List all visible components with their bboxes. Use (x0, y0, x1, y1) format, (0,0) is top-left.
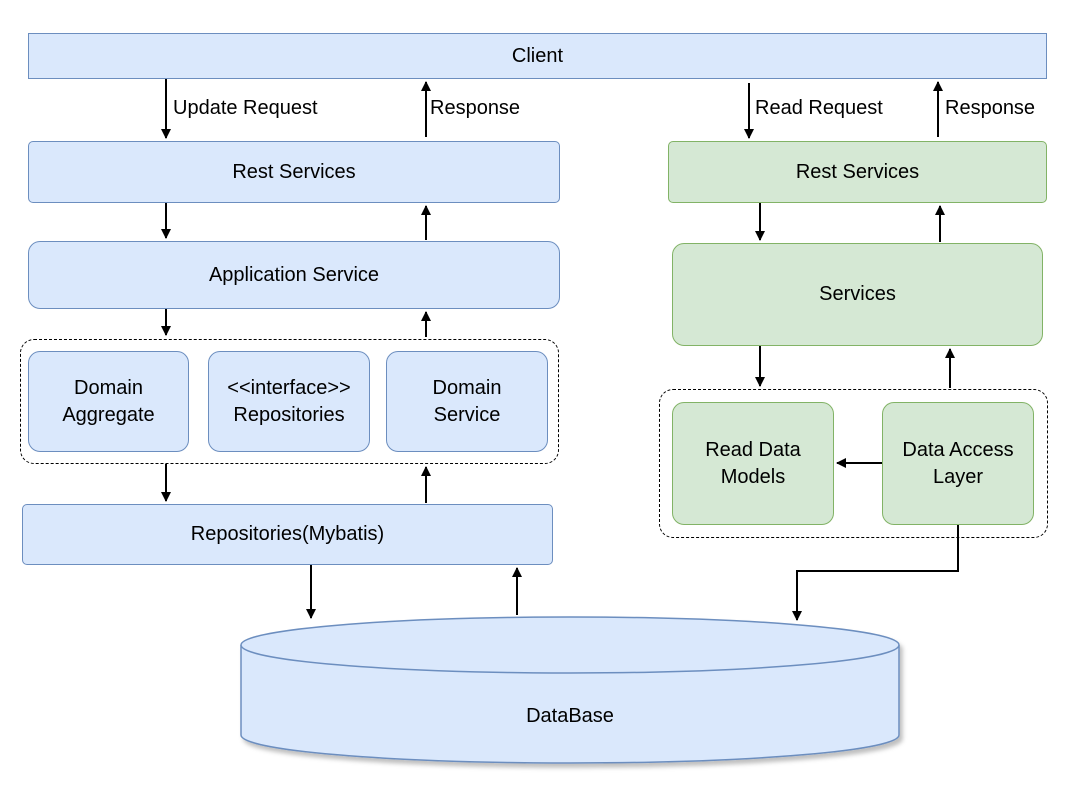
repositories-interface-label: <<interface>> Repositories (227, 376, 351, 426)
application-service-box: Application Service (28, 241, 560, 309)
data-layer-group (659, 389, 1048, 538)
repositories-interface-box: <<interface>> Repositories (208, 351, 370, 452)
repositories-mybatis-label: Repositories(Mybatis) (190, 523, 385, 545)
data-access-layer-box: Data Access Layer (882, 402, 1034, 525)
arrow-dal-to-db (792, 525, 959, 621)
rest-services-command-box: Rest Services (28, 141, 560, 203)
domain-aggregate-label: Domain Aggregate (62, 376, 155, 426)
services-label: Services (819, 283, 896, 305)
response-label-right: Response (945, 97, 1036, 119)
application-service-label: Application Service (208, 263, 380, 286)
services-box: Services (672, 243, 1043, 346)
domain-aggregate-box: Domain Aggregate (28, 351, 189, 452)
domain-layer-group (20, 339, 559, 464)
read-request-label: Read Request (755, 97, 883, 119)
read-data-models-label: Read Data Models (705, 438, 801, 488)
rest-services-query-box: Rest Services (668, 141, 1047, 203)
domain-service-label: Domain Service (432, 376, 502, 426)
client-label: Client (511, 44, 564, 67)
repositories-mybatis-box: Repositories(Mybatis) (22, 504, 553, 565)
rest-services-command-label: Rest Services (232, 160, 356, 183)
client-box: Client (28, 33, 1047, 79)
database-label: DataBase (526, 705, 614, 727)
response-label-left: Response (430, 97, 521, 119)
database-cylinder (240, 616, 900, 764)
update-request-label: Update Request (173, 97, 318, 119)
read-data-models-box: Read Data Models (672, 402, 834, 525)
rest-services-query-label: Rest Services (795, 160, 920, 183)
domain-service-box: Domain Service (386, 351, 548, 452)
data-access-layer-label: Data Access Layer (902, 438, 1014, 488)
